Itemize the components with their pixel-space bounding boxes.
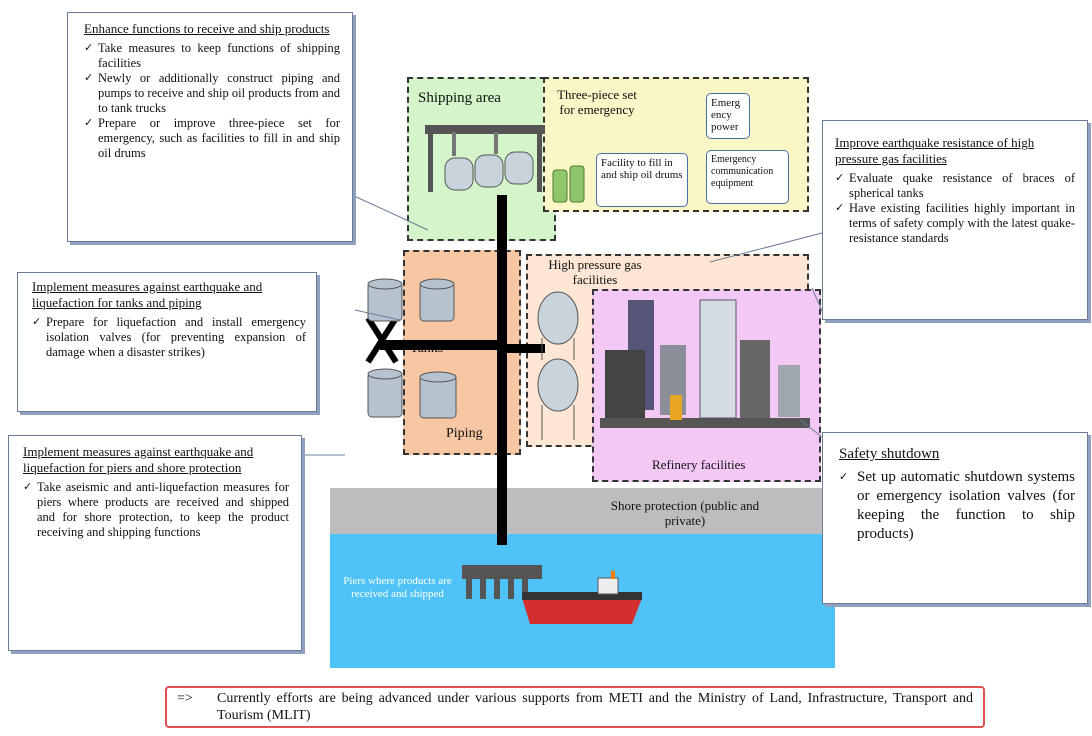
branch-pipe-gas — [500, 344, 545, 353]
callout-receive-ship-item: Prepare or improve three-piece set for e… — [84, 116, 340, 161]
callout-tanks-piping-title: Implement measures against earthquake an… — [32, 279, 263, 310]
main-pipe — [497, 195, 507, 545]
refinery-equipment — [600, 299, 810, 428]
pier — [462, 565, 542, 599]
callout-high-pressure: Improve earthquake resistance of high pr… — [822, 120, 1088, 320]
callout-high-pressure-list: Evaluate quake resistance of braces of s… — [835, 171, 1075, 246]
callout-receive-ship-title: Enhance functions to receive and ship pr… — [84, 21, 330, 36]
storage-tanks — [367, 278, 457, 419]
shipping-area-label: Shipping area — [418, 90, 501, 106]
callout-piers-shore: Implement measures against earthquake an… — [8, 435, 302, 651]
callout-receive-ship-item: Take measures to keep functions of shipp… — [84, 41, 340, 71]
callout-receive-ship: Enhance functions to receive and ship pr… — [67, 12, 353, 242]
shipping-shelter — [425, 125, 545, 192]
callout-high-pressure-title: Improve earthquake resistance of high pr… — [835, 135, 1035, 166]
callout-piers-shore-title: Implement measures against earthquake an… — [23, 444, 254, 475]
callout-piers-shore-list: Take aseismic and anti-liquefaction meas… — [23, 480, 289, 540]
callout-receive-ship-list: Take measures to keep functions of shipp… — [84, 41, 340, 161]
ship — [522, 571, 642, 624]
footer-note: => Currently efforts are being advanced … — [165, 686, 985, 728]
callout-high-pressure-item: Have existing facilities highly importan… — [835, 201, 1075, 246]
callout-high-pressure-item: Evaluate quake resistance of braces of s… — [835, 171, 1075, 201]
callout-tanks-piping-list: Prepare for liquefaction and install eme… — [32, 315, 306, 360]
high-pressure-label: High pressure gas facilities — [548, 257, 642, 287]
callout-safety-shutdown-item: Set up automatic shutdown systems or eme… — [839, 468, 1075, 544]
callout-piers-shore-item: Take aseismic and anti-liquefaction meas… — [23, 480, 289, 540]
callout-tanks-piping: Implement measures against earthquake an… — [17, 272, 317, 412]
shore-protection — [330, 488, 835, 534]
callout-connectors — [300, 194, 827, 456]
callout-safety-shutdown-list: Set up automatic shutdown systems or eme… — [839, 468, 1075, 544]
oil-drums-label: Facility to fill in and ship oil drums — [596, 153, 688, 207]
callout-safety-shutdown-title: Safety shutdown — [839, 446, 940, 462]
oil-drums — [552, 165, 585, 203]
footer-text: Currently efforts are being advanced und… — [217, 691, 973, 723]
isolation-valve — [365, 316, 399, 364]
callout-tanks-piping-item: Prepare for liquefaction and install eme… — [32, 315, 306, 360]
footer-arrow: => — [177, 691, 193, 706]
spherical-tanks — [537, 291, 579, 440]
piping-label: Piping — [446, 426, 483, 441]
refinery-label: Refinery facilities — [652, 457, 746, 472]
three-piece-label: Three-piece set for emergency — [557, 87, 637, 117]
emergency-comm-label: Emergency communication equipment — [706, 150, 789, 204]
callout-safety-shutdown: Safety shutdown Set up automatic shutdow… — [822, 432, 1088, 604]
piers-label: Piers where products are received and sh… — [343, 575, 452, 600]
callout-receive-ship-item: Newly or additionally construct piping a… — [84, 71, 340, 116]
branch-pipe-tanks — [380, 340, 505, 350]
shore-protection-label: Shore protection (public and private) — [610, 498, 760, 528]
emergency-power-label: Emerg ency power — [706, 93, 750, 139]
